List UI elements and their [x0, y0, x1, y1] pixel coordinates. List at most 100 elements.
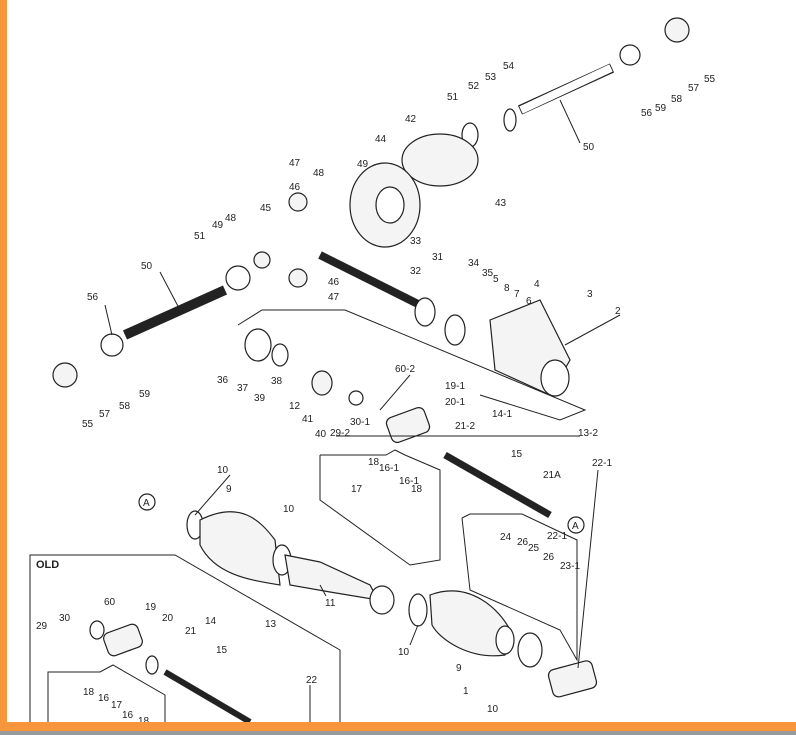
housing-2-opening [540, 359, 570, 397]
old-universal-joint [103, 623, 143, 657]
part-number-label: 42 [405, 114, 417, 125]
part-number-label: 48 [313, 168, 325, 179]
part-number-label: 18 [368, 457, 380, 468]
part-number-label: 10 [398, 647, 410, 658]
gear-55-lower [52, 362, 78, 388]
seal-ring-54 [503, 108, 517, 132]
part-number-label: 57 [688, 83, 700, 94]
part-number-label: 29 [36, 621, 48, 632]
left-frame-bar [0, 0, 7, 722]
nut-40 [348, 390, 364, 406]
part-number-label: 40 [315, 429, 327, 440]
drive-shaft-50-lower [122, 285, 228, 340]
part-number-label: 56 [641, 108, 653, 119]
part-number-label: 20-1 [445, 397, 465, 408]
part-number-label: 54 [503, 61, 515, 72]
part-number-label: 21 [185, 626, 197, 637]
part-number-label: 24 [500, 532, 512, 543]
part-number-label: 49 [357, 159, 369, 170]
old-ring-21 [145, 655, 159, 675]
drive-shaft-50-upper-core [519, 64, 613, 114]
part-number-label: 55 [704, 74, 716, 85]
axle-11-end [369, 585, 395, 615]
part-number-label: 15 [216, 645, 228, 656]
o-ring-5 [444, 314, 466, 346]
pinion-shaft-32 [318, 251, 422, 309]
old-section-label: OLD [36, 559, 59, 571]
old-joint-detail-box [47, 664, 166, 722]
ring-1 [495, 625, 515, 655]
part-number-label: 32 [410, 266, 422, 277]
part-number-label: 12 [289, 401, 301, 412]
part-number-label: 41 [302, 414, 314, 425]
seal-37 [271, 343, 289, 367]
clamp-10-lower [408, 593, 428, 627]
old-shaft-15 [163, 669, 252, 722]
part-number-label: 55 [82, 419, 94, 430]
part-number-label: 58 [671, 94, 683, 105]
pinion-gear-46 [288, 192, 308, 212]
part-number-label: 14 [205, 616, 217, 627]
part-number-label: 17 [351, 484, 363, 495]
part-number-label: 6 [526, 296, 532, 307]
collar-12 [311, 370, 333, 396]
part-number-label: 50 [141, 261, 153, 272]
part-number-label: 19 [145, 602, 157, 613]
ring-gear-bore [375, 186, 405, 224]
part-number-label: 51 [194, 231, 206, 242]
part-number-label: 53 [485, 72, 497, 83]
part-number-label: 22 [306, 675, 318, 686]
part-number-label: 45 [260, 203, 272, 214]
part-number-label: 36 [217, 375, 229, 386]
part-number-label: 51 [447, 92, 459, 103]
part-number-label: 59 [655, 103, 667, 114]
reference-mark-a-left [138, 493, 156, 511]
part-number-label: 18 [411, 484, 423, 495]
part-number-label: 52 [468, 81, 480, 92]
part-number-label: 20 [162, 613, 174, 624]
part-number-label: 8 [504, 283, 510, 294]
part-number-label: 60-2 [395, 364, 415, 375]
part-number-label: 2 [615, 306, 621, 317]
part-number-label: 39 [254, 393, 266, 404]
part-number-label: 46 [328, 277, 340, 288]
bearing-34 [414, 297, 436, 327]
part-number-label: 60 [104, 597, 116, 608]
part-number-label: 56 [87, 292, 99, 303]
part-number-label: 9 [226, 484, 232, 495]
part-number-label: 22-1 [592, 458, 612, 469]
part-number-label: 5 [493, 274, 499, 285]
part-number-label: 22-1 [547, 531, 567, 542]
part-number-label: 23-1 [560, 561, 580, 572]
reference-mark-a-left-label: A [143, 498, 150, 509]
part-number-label: 48 [225, 213, 237, 224]
bottom-frame-bar [0, 722, 796, 731]
part-number-label: 19-1 [445, 381, 465, 392]
gear-48-lower [253, 251, 271, 269]
part-number-label: 47 [328, 292, 340, 303]
part-number-label: 58 [119, 401, 131, 412]
part-number-label: 29-2 [330, 428, 350, 439]
part-number-label: 59 [139, 389, 151, 400]
part-number-label: 9 [456, 663, 462, 674]
part-number-label: 30-1 [350, 417, 370, 428]
part-number-label: 26 [517, 537, 529, 548]
part-number-label: 3 [587, 289, 593, 300]
part-number-label: 26 [543, 552, 555, 563]
part-number-label: 10 [217, 465, 229, 476]
part-number-label: 35 [482, 268, 494, 279]
bearing-56-lower [100, 333, 124, 357]
part-number-label: 15 [511, 449, 523, 460]
part-number-label: 18 [83, 687, 95, 698]
axle-11 [284, 554, 380, 601]
part-number-label: 30 [59, 613, 71, 624]
part-number-label: 37 [237, 383, 249, 394]
old-ring-60 [89, 620, 105, 640]
bearing-51-lower [225, 265, 251, 291]
part-number-label: 43 [495, 198, 507, 209]
part-number-label: 21-2 [455, 421, 475, 432]
bearing-56-upper [619, 44, 641, 66]
part-number-label: 1 [463, 686, 469, 697]
leader-lines [104, 99, 621, 722]
part-number-labels: 5557585956505453525142444349484746453331… [36, 61, 716, 722]
